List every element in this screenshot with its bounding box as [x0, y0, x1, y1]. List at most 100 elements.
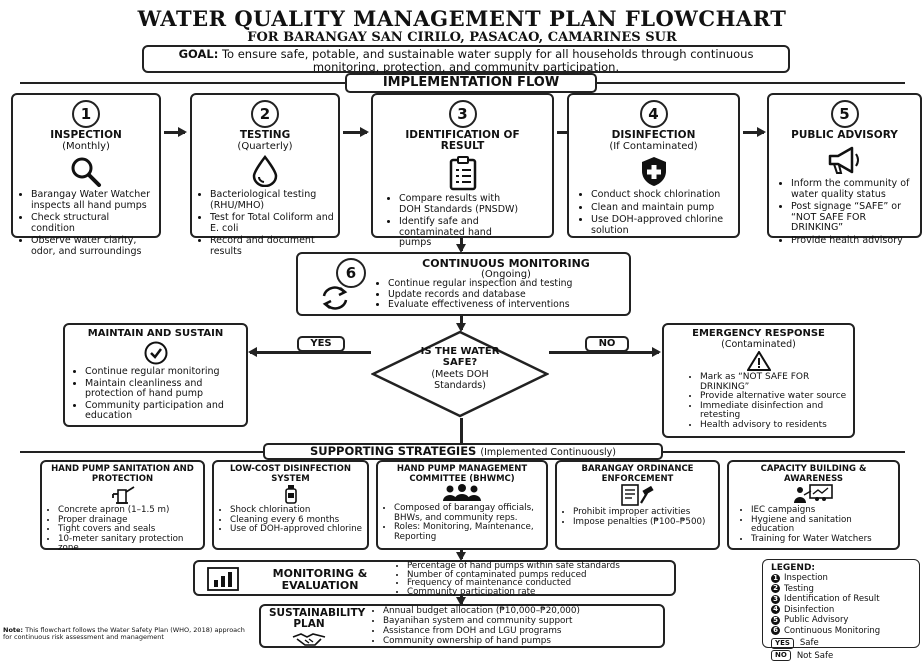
list-item: Continue regular monitoring [85, 367, 242, 378]
list-item: Mark as “NOT SAFE FOR DRINKING” [700, 373, 849, 392]
sustainability-title: SUSTAINABILITY PLAN [269, 608, 349, 630]
legend-item: 6 Continuous Monitoring [771, 626, 911, 637]
list-item: Immediate disinfection and retesting [700, 402, 849, 421]
list-item: Maintain cleanliness and protection of h… [85, 379, 242, 400]
step-bullets: Inform the community of water quality st… [769, 179, 920, 246]
list-item: Inform the community of water quality st… [791, 179, 916, 200]
bar-chart-icon [207, 567, 239, 595]
emergency-response-box: EMERGENCY RESPONSE (Contaminated) Mark a… [662, 323, 855, 438]
legend-mark: 3 [771, 595, 780, 604]
page-subtitle: FOR BARANGAY SAN CIRILO, PASACAO, CAMARI… [0, 30, 924, 45]
legend-item: 2 Testing [771, 584, 911, 595]
sustainability-bullets: Annual budget allocation (₱10,000–₱20,00… [365, 606, 687, 646]
presentation-board-icon [729, 484, 898, 504]
flow-arrow [743, 131, 764, 134]
legend-item: 4 Disinfection [771, 605, 911, 616]
strategy-ordinance: BARANGAY ORDINANCE ENFORCEMENT Prohibit … [555, 460, 720, 550]
step-public-advisory: 5 PUBLIC ADVISORY Inform the community o… [767, 93, 922, 238]
strategy-title: HAND PUMP SANITATION AND PROTECTION [42, 465, 203, 484]
step-inspection: 1 INSPECTION (Monthly) Barangay Water Wa… [11, 93, 161, 238]
decision-question: IS THE WATER SAFE? [410, 346, 510, 368]
legend-label: Public Advisory [784, 615, 848, 625]
implementation-flow-label: IMPLEMENTATION FLOW [345, 73, 597, 93]
step-title: DISINFECTION [569, 130, 738, 141]
supporting-strategies-label: SUPPORTING STRATEGIES (Implemented Conti… [263, 443, 663, 460]
flow-arrow [460, 550, 463, 559]
flow-arrow [460, 238, 463, 251]
step-subtitle: (If Contaminated) [569, 141, 738, 152]
list-item: Roles: Monitoring, Maintenance, Reportin… [394, 523, 542, 542]
step-title: TESTING [192, 130, 338, 141]
legend-mark: 4 [771, 605, 780, 614]
legend-mark: NO [771, 650, 791, 661]
step-title: PUBLIC ADVISORY [769, 130, 920, 141]
list-item: Health advisory to residents [700, 421, 849, 431]
decision-subtitle: (Meets DOH Standards) [415, 370, 505, 391]
step-number: 5 [831, 100, 859, 128]
legend-label: Disinfection [784, 605, 834, 615]
warning-triangle-icon [664, 351, 853, 371]
strategy-bullets: Prohibit improper activities Impose pena… [557, 508, 718, 527]
strategy-bullets: Shock chlorination Cleaning every 6 mont… [214, 506, 367, 535]
emergency-subtitle: (Contaminated) [664, 339, 853, 350]
strategy-title: CAPACITY BUILDING & AWARENESS [729, 465, 898, 484]
flow-arrow [460, 596, 463, 604]
step-number: 3 [449, 100, 477, 128]
document-gavel-icon [557, 484, 718, 506]
strategy-title: BARANGAY ORDINANCE ENFORCEMENT [557, 465, 718, 484]
supporting-label-sub: (Implemented Continuously) [480, 447, 616, 458]
goal-text: To ensure safe, potable, and sustainable… [222, 47, 753, 74]
list-item: Check structural condition [31, 213, 155, 234]
step-identification: 3 IDENTIFICATION OF RESULT Compare resul… [371, 93, 554, 238]
strategy-title: LOW-COST DISINFECTION SYSTEM [214, 465, 367, 484]
flow-arrow [343, 131, 367, 134]
maintain-title: MAINTAIN AND SUSTAIN [65, 328, 246, 339]
megaphone-icon [769, 143, 920, 177]
magnifier-icon [13, 154, 159, 188]
monitoring-bullets: Continue regular inspection and testing … [370, 279, 652, 311]
strategy-committee: HAND PUMP MANAGEMENT COMMITTEE (BHWMC) C… [376, 460, 548, 550]
note-text: This flowchart follows the Water Safety … [3, 626, 245, 641]
list-item: Continue regular inspection and testing [388, 279, 648, 290]
flow-arrow [460, 316, 463, 330]
list-item: Use DOH-approved chlorine solution [591, 215, 734, 236]
legend-mark: 6 [771, 626, 780, 635]
legend-label: Continuous Monitoring [784, 626, 880, 636]
step-subtitle: (Monthly) [13, 141, 159, 152]
list-item: Community participation rate [407, 588, 693, 597]
goal-label: GOAL: [179, 47, 219, 61]
list-item: Impose penalties (₱100–₱500) [573, 518, 714, 528]
emergency-bullets: Mark as “NOT SAFE FOR DRINKING” Provide … [664, 373, 853, 430]
list-item: Bayanihan system and community support [383, 616, 683, 626]
step-number: 2 [251, 100, 279, 128]
emergency-title: EMERGENCY RESPONSE [664, 328, 853, 339]
list-item: Use of DOH-approved chlorine [230, 525, 363, 535]
list-item: Compare results with DOH Standards (PNSD… [399, 194, 522, 215]
clipboard-checklist-icon [373, 154, 552, 192]
footnote: Note: This flowchart follows the Water S… [3, 627, 253, 641]
list-item: Bacteriological testing (RHU/MHO) [210, 190, 334, 211]
supporting-label-text: SUPPORTING STRATEGIES [310, 444, 476, 458]
legend-mark: 2 [771, 584, 780, 593]
step-bullets: Barangay Water Watcher inspects all hand… [13, 190, 159, 257]
strategy-capacity-building: CAPACITY BUILDING & AWARENESS IEC campai… [727, 460, 900, 550]
strategy-bullets: Composed of barangay officials, BHWs, an… [378, 504, 546, 542]
list-item: 10-meter sanitary protection zone [58, 535, 199, 554]
sustainability-plan-box: SUSTAINABILITY PLAN Annual budget alloca… [259, 604, 665, 648]
legend-title: LEGEND: [771, 563, 911, 573]
legend-label: Testing [784, 584, 814, 594]
monitoring-evaluation-box: MONITORING & EVALUATION Percentage of ha… [193, 560, 676, 596]
handshake-icon [291, 631, 327, 651]
evaluation-title: MONITORING & EVALUATION [255, 568, 385, 592]
step-title: IDENTIFICATION OF RESULT [373, 130, 552, 152]
legend-label: Not Safe [797, 651, 833, 661]
list-item: Composed of barangay officials, BHWs, an… [394, 504, 542, 523]
strategy-sanitation: HAND PUMP SANITATION AND PROTECTION Conc… [40, 460, 205, 550]
legend-item: NO Not Safe [771, 651, 911, 661]
strategy-bullets: IEC campaigns Hygiene and sanitation edu… [729, 506, 898, 544]
